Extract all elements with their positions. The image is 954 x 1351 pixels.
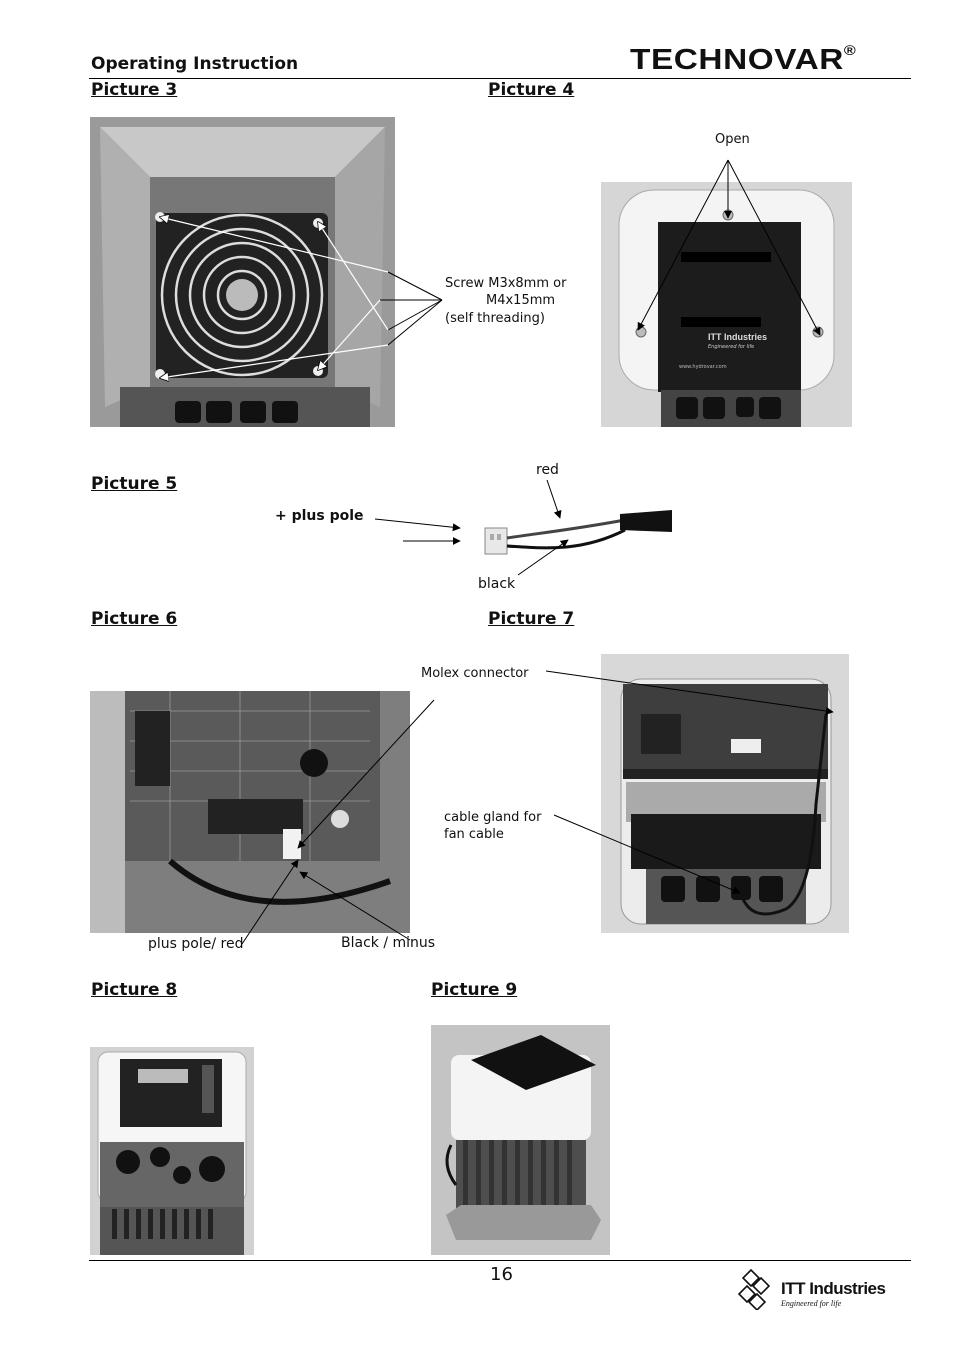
screw-annotation-line1: Screw M3x8mm or [445,276,567,291]
picture-7-label: Picture 7 [488,609,575,629]
brand-name: TECHNOVAR [630,44,844,76]
picture-9-photo [431,1025,610,1255]
itt-industries-logo-icon [737,1268,777,1310]
itt-photo-tagline: Engineered for life [708,344,755,350]
cable-gland-annotation-line2: fan cable [444,827,504,842]
technovar-logo: TECHNOVAR® [630,42,857,77]
footer-rule [89,1260,911,1261]
black-minus-annotation: Black / minus [341,935,436,951]
document-title: Operating Instruction [91,54,299,74]
picture-6-photo [90,691,410,933]
screw-annotation-line3: (self threading) [445,311,545,326]
picture-8-photo [90,1047,254,1255]
footer-company-name: ITT Industries [781,1279,886,1298]
picture-5-connector-photo [480,508,675,568]
picture-9-label: Picture 9 [431,980,518,1000]
picture-8-label: Picture 8 [91,980,178,1000]
plus-pole-annotation: + plus pole [275,508,364,524]
registered-mark: ® [843,42,857,58]
cable-gland-annotation-line1: cable gland for [444,810,542,825]
footer-tagline: Engineered for life [781,1299,842,1308]
page-number: 16 [490,1264,513,1285]
molex-annotation: Molex connector [421,666,529,681]
picture-3-photo [90,117,395,427]
open-annotation: Open [715,132,750,147]
header-rule [89,78,911,79]
itt-photo-label: ITT Industries [708,332,768,342]
black-wire-annotation: black [478,576,516,592]
picture-6-label: Picture 6 [91,609,178,629]
picture-3-label: Picture 3 [91,80,178,100]
photo-url: www.hydrovar.com [679,364,727,370]
picture-4-photo: ITT Industries Engineered for life www.h… [601,182,852,427]
picture-5-label: Picture 5 [91,474,178,494]
plus-pole-red-annotation: plus pole/ red [148,936,244,952]
picture-4-label: Picture 4 [488,80,575,100]
screw-annotation-line2: M4x15mm [486,293,556,308]
picture-7-photo [601,654,849,933]
red-wire-annotation: red [536,462,559,478]
